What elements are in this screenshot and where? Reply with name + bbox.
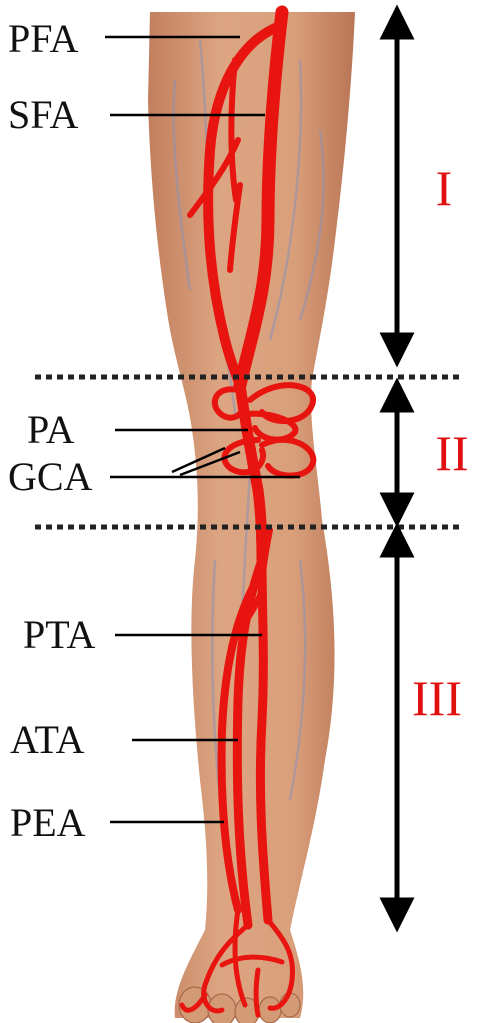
label-pea: PEA bbox=[10, 800, 86, 845]
label-pta: PTA bbox=[23, 612, 95, 657]
region-label-two: II bbox=[435, 425, 468, 481]
label-gca: GCA bbox=[8, 454, 93, 499]
region-label-one: I bbox=[436, 160, 453, 216]
label-ata: ATA bbox=[10, 717, 85, 762]
label-sfa: SFA bbox=[8, 92, 79, 137]
region-label-three: III bbox=[412, 670, 462, 726]
label-pa: PA bbox=[27, 407, 75, 452]
label-pfa: PFA bbox=[8, 16, 79, 61]
leg-illustration bbox=[148, 12, 355, 1023]
